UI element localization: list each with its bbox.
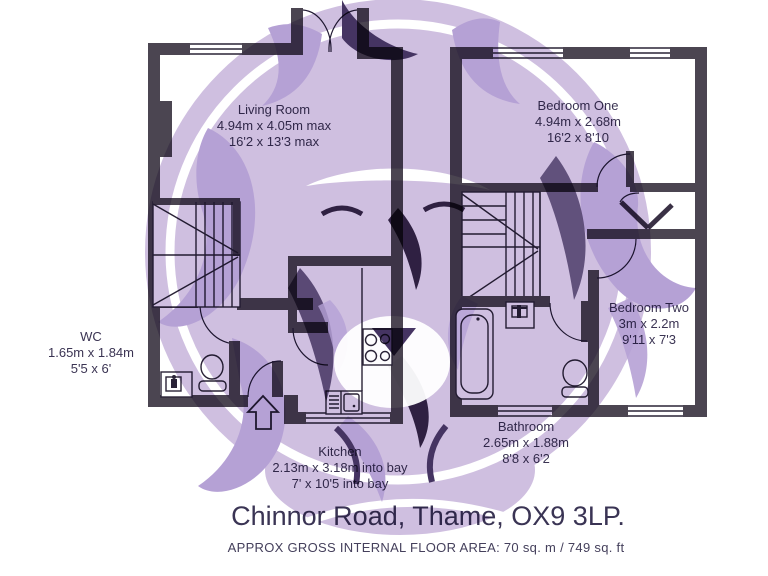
- bath-icon: [455, 308, 494, 400]
- room-dim-metric: 3m x 2.2m: [618, 316, 680, 331]
- bathroom-label: Bathroom 2.65m x 1.88m 8'8 x 6'2: [483, 419, 569, 467]
- door-arc: [292, 327, 329, 366]
- cupboard-doors: [619, 192, 674, 230]
- toilet-icon: [561, 359, 589, 398]
- living-room-label: Living Room 4.94m x 4.05m max 16'2 x 13'…: [217, 102, 331, 150]
- wc-label: WC 1.65m x 1.84m 5'5 x 6': [48, 329, 134, 377]
- stairs-icon: [461, 191, 541, 305]
- room-dim-imperial: 5'5 x 6': [70, 361, 112, 376]
- door-arc: [199, 303, 238, 345]
- toilet-icon: [198, 354, 227, 392]
- basin-icon: [160, 371, 193, 398]
- bedroom-one-label: Bedroom One 4.94m x 2.68m 16'2 x 8'10: [535, 98, 621, 146]
- french-doors-arc: [302, 9, 358, 53]
- room-dim-metric: 4.94m x 4.05m max: [216, 118, 332, 133]
- room-name: Bedroom Two: [609, 300, 689, 315]
- bedroom-one-door: [596, 151, 634, 188]
- room-dim-metric: 4.94m x 2.68m: [535, 114, 621, 129]
- hob-icon: [362, 328, 393, 366]
- room-dim-metric: 2.65m x 1.88m: [483, 435, 569, 450]
- ground-floor-plan: [148, 8, 403, 430]
- window: [498, 405, 552, 417]
- front-door: [247, 360, 283, 398]
- kitchen-sink-icon: [325, 390, 363, 415]
- room-dim-metric: 2.13m x 3.18m into bay: [272, 460, 408, 475]
- entrance-arrow-icon: [245, 394, 281, 430]
- room-dim-imperial: 16'2 x 13'3 max: [228, 134, 320, 149]
- room-dim-imperial: 9'11 x 7'3: [622, 332, 676, 347]
- window: [628, 405, 683, 417]
- door-arc: [596, 238, 637, 279]
- basin-icon: [505, 301, 535, 329]
- room-name: WC: [80, 329, 102, 344]
- property-address: Chinnor Road, Thame, OX9 3LP.: [231, 501, 625, 531]
- room-dim-metric: 1.65m x 1.84m: [48, 345, 134, 360]
- bathroom-door: [549, 301, 591, 342]
- bedroom-two-label: Bedroom Two 3m x 2.2m 9'11 x 7'3: [609, 300, 689, 348]
- room-name: Living Room: [237, 102, 311, 117]
- room-name: Bedroom One: [537, 98, 619, 113]
- window: [493, 47, 563, 59]
- window: [630, 47, 670, 59]
- kitchen-label: Kitchen 2.13m x 3.18m into bay 7' x 10'5…: [272, 444, 407, 492]
- window: [190, 43, 242, 55]
- floor-area-note: APPROX GROSS INTERNAL FLOOR AREA: 70 sq.…: [227, 540, 625, 555]
- room-dim-imperial: 8'8 x 6'2: [502, 451, 550, 466]
- room-name: Bathroom: [497, 419, 555, 434]
- room-name: Kitchen: [318, 444, 362, 459]
- stairs-icon: [152, 198, 241, 308]
- room-dim-imperial: 7' x 10'5 into bay: [291, 476, 389, 491]
- room-dim-imperial: 16'2 x 8'10: [546, 130, 610, 145]
